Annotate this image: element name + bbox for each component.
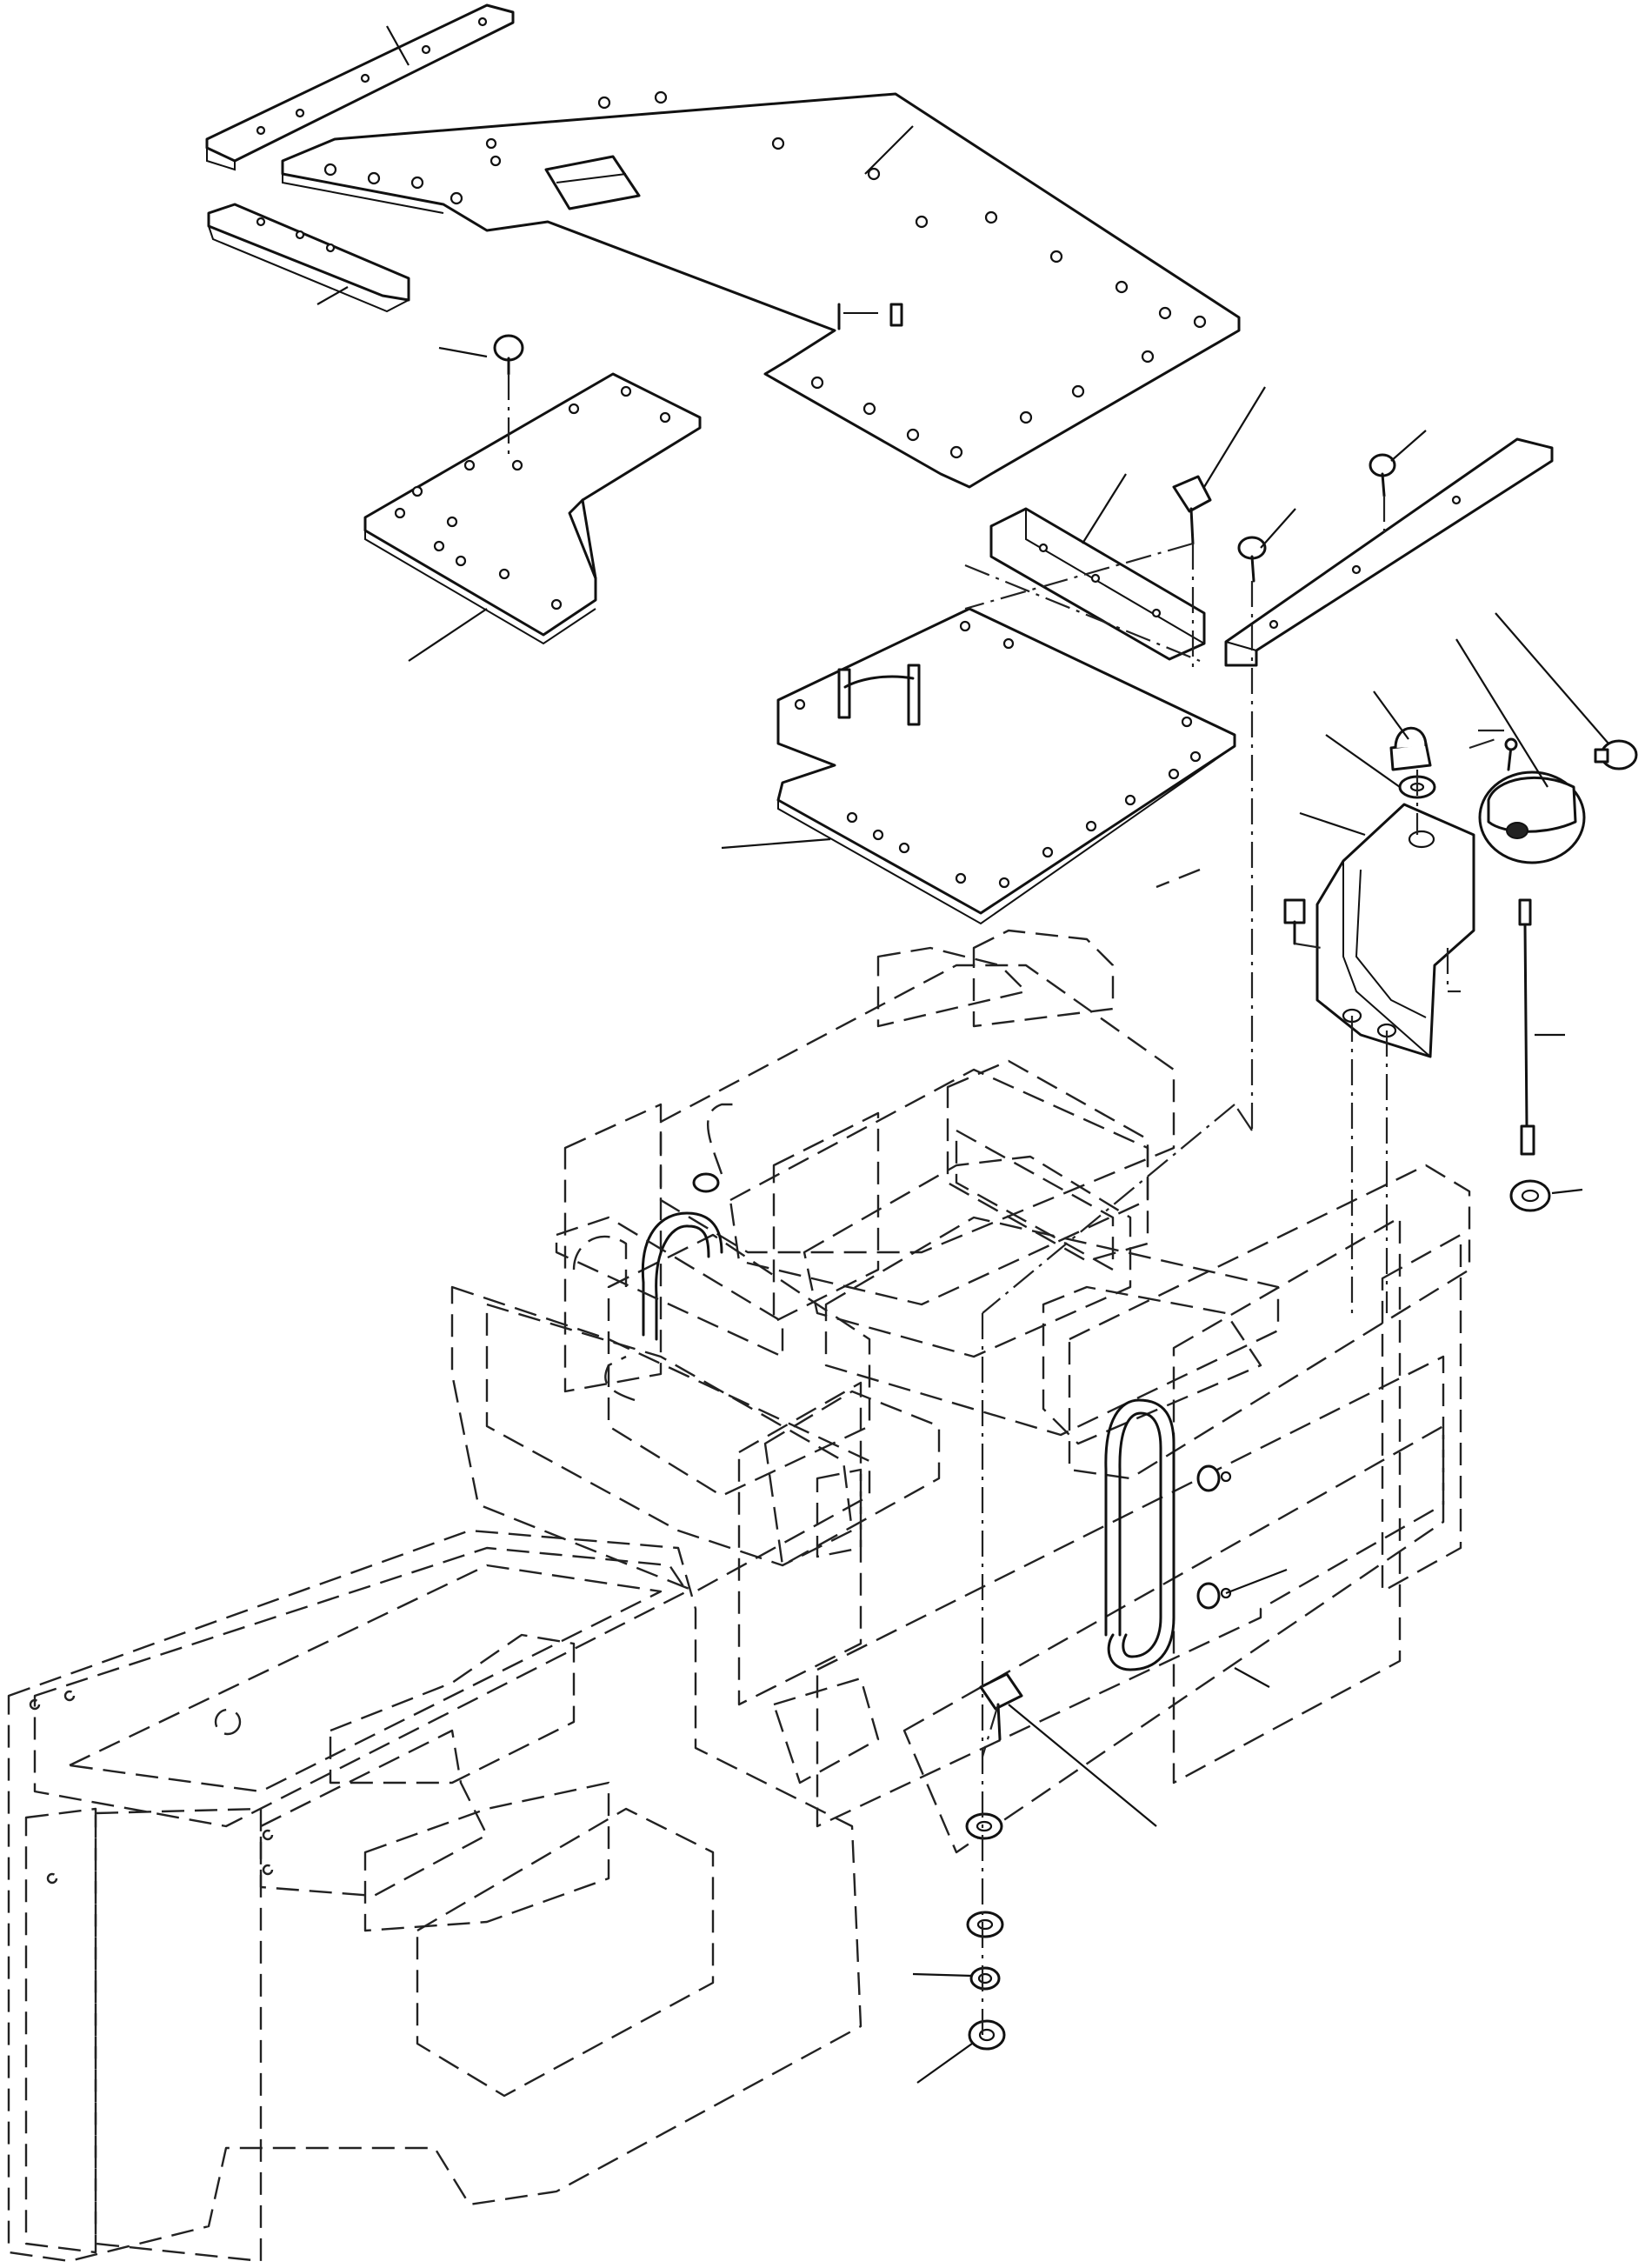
rail-bar-center bbox=[989, 507, 1206, 661]
bolt-right-1 bbox=[1237, 536, 1267, 583]
angle-rail-left bbox=[207, 203, 410, 313]
bottom-lockwasher bbox=[969, 1966, 1001, 1991]
assembly-centerlines bbox=[507, 374, 1511, 2035]
seat-grab-handle-left bbox=[641, 1172, 723, 1341]
frame-bushings bbox=[1196, 1464, 1232, 1610]
rail-bar-right bbox=[1224, 437, 1554, 667]
work-lamp bbox=[1478, 737, 1586, 864]
lamp-bulb bbox=[1594, 739, 1638, 770]
seat-grab-handle-right bbox=[1104, 1398, 1175, 1671]
bottom-nut bbox=[968, 2019, 1006, 2051]
angle-rail-top-left bbox=[205, 3, 515, 171]
bolt-right-2 bbox=[1369, 453, 1396, 497]
bottom-washer-1 bbox=[965, 1812, 1003, 1840]
light-bracket bbox=[1315, 803, 1475, 1058]
floor-plate-left bbox=[363, 372, 702, 645]
plate-handle-right bbox=[837, 664, 921, 726]
bracket-bolt bbox=[1283, 898, 1306, 945]
pin-fastener-left bbox=[493, 334, 524, 376]
engine-hood bbox=[7, 1216, 941, 2263]
plate-latch bbox=[837, 303, 903, 330]
bottom-washer-2 bbox=[966, 1911, 1004, 1938]
bolt-center bbox=[1172, 475, 1212, 545]
bottom-bolt bbox=[979, 1672, 1023, 1741]
operator-seat-and-frame bbox=[563, 868, 1471, 1854]
floor-plate-right bbox=[776, 607, 1236, 925]
plate-handle bbox=[544, 155, 641, 210]
floor-plate-large bbox=[281, 90, 1241, 489]
leader-lines bbox=[316, 25, 1609, 2084]
plate-holes bbox=[323, 90, 1207, 459]
lamp-cable bbox=[1518, 898, 1535, 1156]
cable-nut bbox=[1509, 1179, 1551, 1212]
acorn-nut bbox=[1389, 726, 1432, 771]
